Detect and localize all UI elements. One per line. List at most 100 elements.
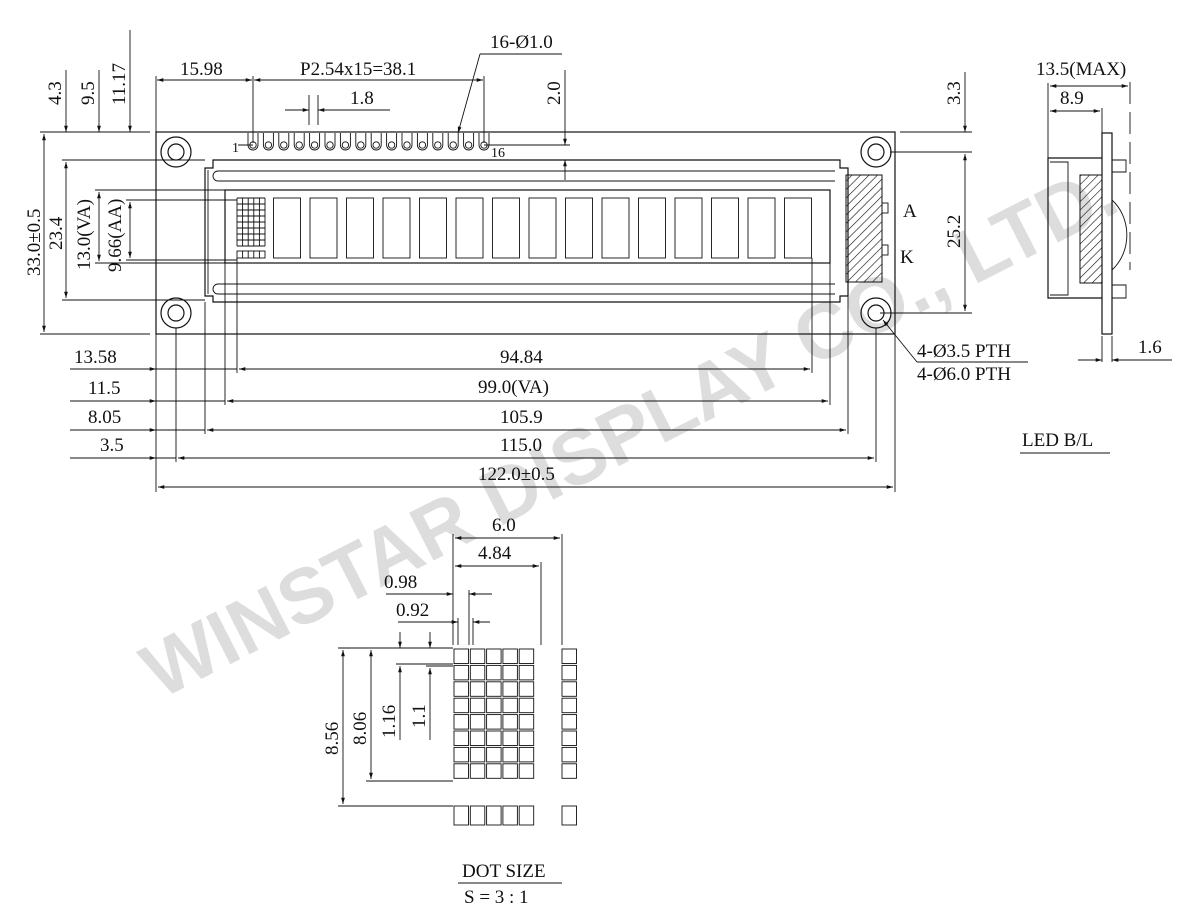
dim-3-5: 3.5 (100, 435, 124, 456)
led-anode-label: A (903, 201, 917, 222)
dot (561, 730, 577, 746)
dim-33-0: 33.0±0.5 (24, 209, 45, 276)
dot (469, 763, 486, 779)
top-dimensions: 15.98 P2.54x15=38.1 1.8 16-Ø1.0 2.0 3.3 (155, 32, 972, 180)
cursor-dot (453, 805, 469, 826)
dot (561, 763, 577, 779)
dot (518, 697, 535, 714)
character-cell (382, 197, 411, 259)
dot (469, 681, 486, 697)
left-dimensions: 4.3 9.5 11.17 33.0±0.5 23.4 13.0(VA) 9.6… (24, 30, 237, 335)
dim-2-0: 2.0 (544, 81, 565, 105)
character-cell (784, 197, 812, 259)
dot (561, 648, 577, 664)
character-cell (638, 197, 666, 259)
dim-pin-holes: 16-Ø1.0 (490, 32, 553, 53)
dot (453, 681, 469, 697)
front-view: A K 1 16 (155, 131, 917, 335)
dot (486, 730, 502, 746)
character-cell (711, 197, 739, 259)
character-cell (419, 197, 447, 259)
dot (469, 648, 486, 664)
dot (453, 746, 469, 763)
pin-1-label: 1 (232, 141, 239, 156)
pin (447, 133, 459, 151)
dot (469, 730, 486, 746)
dot-matrix (453, 648, 577, 826)
dim-122-0: 122.0±0.5 (478, 464, 555, 485)
dot (486, 664, 502, 681)
dot (561, 664, 577, 681)
dim-0-98: 0.98 (384, 572, 417, 593)
dot (486, 697, 502, 714)
dot (486, 714, 502, 730)
pin-16-label: 16 (491, 146, 505, 161)
dot (502, 730, 518, 746)
dim-13-5-max: 13.5(MAX) (1036, 59, 1126, 80)
dim-1-1: 1.1 (409, 704, 430, 728)
dim-pitch: P2.54x15=38.1 (300, 59, 416, 80)
dot-size-scale: S = 3 : 1 (464, 887, 529, 908)
dot (469, 746, 486, 763)
led-backlight-label: LED B/L (1022, 430, 1093, 451)
pin (463, 133, 475, 151)
bottom-dimensions: 13.58 11.5 8.05 3.5 94.84 99.0(VA) 105.9… (70, 258, 896, 492)
dot (518, 746, 535, 763)
dot (453, 648, 469, 664)
mounting-holes (160, 136, 892, 329)
dot (486, 648, 502, 664)
led-cathode-label: K (900, 247, 914, 268)
dot (561, 697, 577, 714)
pin (386, 133, 398, 151)
character-cell (309, 197, 338, 259)
hole-spec-3-5: 4-Ø3.5 PTH (917, 341, 1011, 362)
dim-0-92: 0.92 (396, 600, 429, 621)
dim-8-05: 8.05 (88, 407, 121, 428)
character-cell (747, 197, 776, 259)
character-cell (528, 197, 557, 259)
dot (486, 681, 502, 697)
dot (561, 681, 577, 697)
dim-6-0: 6.0 (492, 515, 516, 536)
dot (486, 746, 502, 763)
dim-23-4: 23.4 (46, 216, 67, 250)
character-cell (674, 197, 703, 259)
pin (262, 133, 274, 151)
pin (293, 133, 305, 151)
dim-3-3: 3.3 (944, 81, 965, 105)
character-cell (273, 197, 301, 259)
dot (502, 746, 518, 763)
dim-4-84: 4.84 (478, 543, 512, 564)
dot (453, 697, 469, 714)
dot (518, 681, 535, 697)
dim-8-56: 8.56 (322, 722, 343, 755)
dot (502, 763, 518, 779)
dot-size-detail: 6.0 4.84 0.98 0.92 8.56 8.06 1.16 1.1 DO… (322, 515, 577, 908)
cursor-dot (518, 805, 535, 826)
pin (309, 133, 321, 151)
dot (561, 746, 577, 763)
dot (502, 648, 518, 664)
pcb-outline (155, 131, 896, 335)
cursor-dot (561, 805, 577, 826)
pin (355, 133, 367, 151)
rail-top (212, 170, 835, 182)
side-view: 13.5(MAX) 8.9 1.6 LED B/L (1020, 59, 1172, 454)
cursor-row (236, 250, 266, 259)
pin (370, 133, 382, 151)
cursor-dot (502, 805, 518, 826)
character-cells (236, 197, 812, 259)
pin (324, 133, 336, 151)
dot (469, 664, 486, 681)
dim-115-0: 115.0 (500, 435, 542, 456)
pin (432, 133, 444, 151)
dot (469, 714, 486, 730)
dot (502, 681, 518, 697)
dim-9-5: 9.5 (78, 81, 99, 105)
dot (561, 714, 577, 730)
dot (469, 697, 486, 714)
pin (416, 133, 428, 151)
dot (502, 664, 518, 681)
dim-94-84: 94.84 (500, 347, 543, 368)
dot (518, 648, 535, 664)
